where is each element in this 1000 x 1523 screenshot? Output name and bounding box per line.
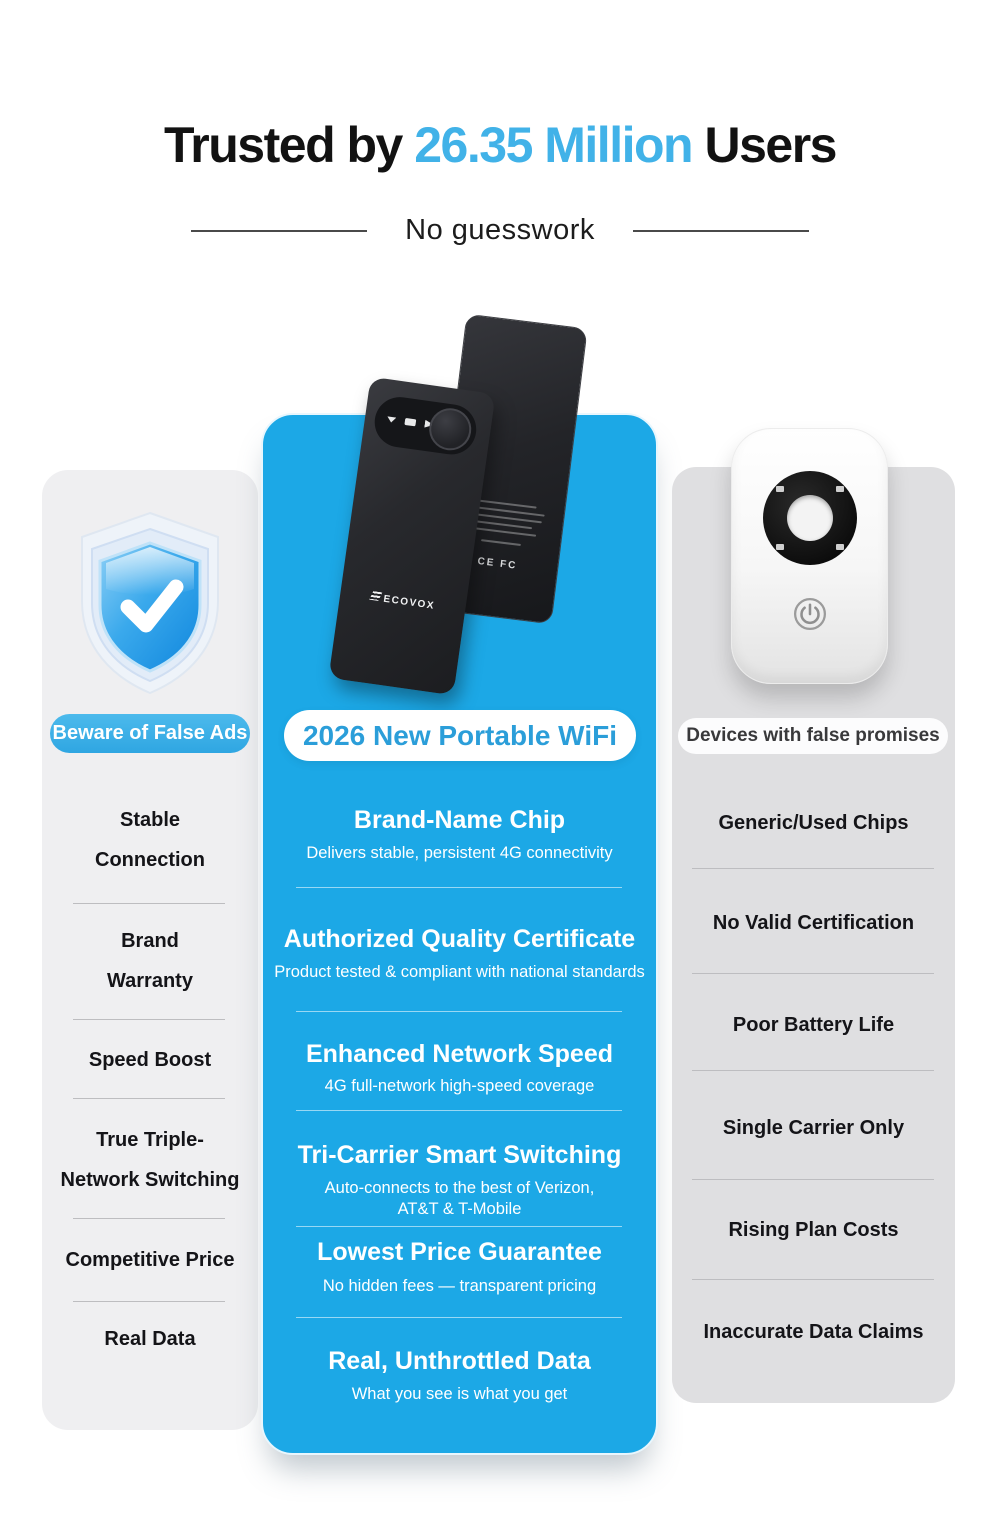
ring-message-icon <box>776 544 784 550</box>
feature-desc: Auto-connects to the best of Verizon, AT… <box>324 1179 595 1218</box>
ring-wifi-icon <box>836 544 844 550</box>
brand-name: ECOVOX <box>382 593 436 612</box>
subtitle-rule-left <box>191 229 368 232</box>
center-badge: 2026 New Portable WiFi <box>284 710 636 761</box>
divider <box>296 1226 622 1227</box>
list-item: Single Carrier Only <box>722 1117 905 1139</box>
battery-led-icon <box>404 417 417 426</box>
list-item: No Valid Certification <box>712 912 915 934</box>
feature-title: Brand-Name Chip <box>353 806 566 834</box>
list-item: Generic/Used Chips <box>718 812 909 834</box>
divider <box>692 868 934 869</box>
feature-title: Lowest Price Guarantee <box>317 1238 602 1266</box>
list-item: Stable Connection <box>95 809 205 871</box>
control-ring <box>763 471 857 565</box>
feature-desc: Product tested & compliant with national… <box>274 963 645 981</box>
feature-desc: What you see is what you get <box>351 1385 568 1403</box>
list-item: Rising Plan Costs <box>728 1219 899 1241</box>
list-item: Competitive Price <box>65 1249 235 1271</box>
left-badge: Beware of False Ads <box>50 714 250 753</box>
feature-title: Tri-Carrier Smart Switching <box>297 1141 622 1169</box>
brand-logo: ECOVOX <box>340 587 466 616</box>
subtitle-row: No guesswork <box>0 214 1000 247</box>
title-highlight: 26.35 Million <box>414 117 693 173</box>
power-icon <box>793 597 827 631</box>
list-item: Brand Warranty <box>107 930 193 992</box>
right-badge: Devices with false promises <box>678 718 948 754</box>
list-item: Speed Boost <box>88 1049 212 1071</box>
divider <box>73 1098 225 1099</box>
divider <box>692 973 934 974</box>
ring-battery-icon <box>836 486 844 492</box>
divider <box>73 1218 225 1219</box>
list-item: Inaccurate Data Claims <box>703 1321 924 1343</box>
led-panel <box>371 393 480 458</box>
title-prefix: Trusted by <box>164 117 415 173</box>
divider <box>73 1301 225 1302</box>
led-status-icons <box>387 414 435 428</box>
shield-check-icon <box>62 505 238 705</box>
subtitle: No guesswork <box>405 214 595 246</box>
divider <box>73 1019 225 1020</box>
feature-title: Authorized Quality Certificate <box>283 925 636 953</box>
feature-desc: Delivers stable, persistent 4G connectiv… <box>306 844 613 862</box>
divider <box>296 887 622 888</box>
feature-title: Enhanced Network Speed <box>305 1040 614 1068</box>
title-suffix: Users <box>692 117 837 173</box>
brand-mark-icon <box>368 591 382 601</box>
feature-desc: 4G full-network high-speed coverage <box>324 1077 595 1095</box>
divider <box>296 1011 622 1012</box>
divider <box>296 1317 622 1318</box>
list-item: Poor Battery Life <box>732 1014 895 1036</box>
divider <box>692 1070 934 1071</box>
white-competitor-device <box>731 428 888 684</box>
list-item: Real Data <box>104 1328 196 1350</box>
divider <box>296 1110 622 1111</box>
wifi-led-icon <box>387 415 397 423</box>
feature-title: Real, Unthrottled Data <box>328 1347 591 1375</box>
list-item: True Triple- Network Switching <box>60 1129 240 1191</box>
device-power-button <box>426 405 474 453</box>
ring-signal-icon <box>776 486 784 492</box>
page-title: Trusted by 26.35 Million Users <box>0 116 1000 174</box>
feature-desc: No hidden fees — transparent pricing <box>322 1277 597 1295</box>
subtitle-rule-right <box>632 229 809 232</box>
divider <box>73 903 225 904</box>
divider <box>692 1179 934 1180</box>
divider <box>692 1279 934 1280</box>
